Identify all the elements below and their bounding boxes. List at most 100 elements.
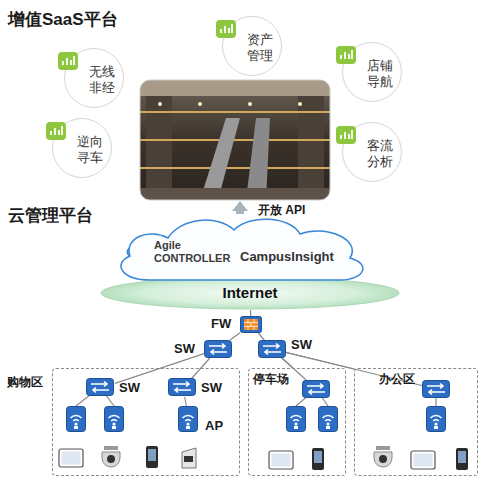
switch-symbol [87,379,114,396]
ap-symbol [179,407,198,432]
wire [100,387,114,406]
app-icon [336,126,356,144]
network-link [286,352,354,369]
photo-skylight [140,80,330,96]
switch-icon: SW [87,379,115,397]
service-circle: 无线 非经 [64,48,124,108]
switch-symbol [303,381,330,398]
section-heading: 云管理平台 [8,204,93,227]
service-circle: 店铺 导航 [342,42,402,102]
section-heading: 增值SaaS平台 [8,8,118,31]
node-text: Internet [100,284,400,302]
service-circle: 逆向 寻车 [52,118,112,178]
tablet-device [411,451,435,469]
switch-symbol [205,341,232,358]
firewall-icon: FW [240,316,262,333]
network-link [230,333,240,340]
node-text: SW [119,380,147,396]
firewall-symbol [241,317,262,333]
photo-ground [140,188,330,200]
wire [435,389,436,406]
network-link [258,333,264,340]
node-text: 店铺 导航 [367,58,397,90]
node-text: 客流 分析 [367,138,397,170]
mall-photo [140,80,330,200]
wire [316,389,328,406]
wire [76,387,100,406]
api-arrow-stem [236,211,244,214]
ap-symbol [67,407,86,432]
ap-symbol [319,407,338,432]
node-text: 逆向 寻车 [77,134,107,166]
tablet-device [269,451,293,469]
app-icon [46,122,66,140]
zone-box: 办公区 [354,368,478,476]
network-link [282,358,293,368]
app-icon [58,52,78,70]
node-text: FW [211,316,239,332]
photo-column [146,96,172,200]
node-text: CampusInsight [240,249,350,265]
campusinsight-logo [281,232,297,242]
node-text: 无线 非经 [89,64,119,96]
zone-box: 停车场 [248,368,346,476]
zone-box: 购物区SWSWAP [52,368,240,476]
service-circle: 资产 管理 [222,16,282,76]
ap-symbol [105,407,124,432]
photo-light [248,102,252,106]
app-icon [216,20,236,38]
photo-frame [140,80,330,200]
internet-ellipse [101,277,399,309]
node-text: SW [174,341,202,357]
node-text: SW [291,337,319,353]
handheld-device [146,446,158,468]
ap-symbol [287,407,306,432]
phone-device [456,448,468,470]
switch-icon: SW [258,340,286,358]
node-text: 停车场 [253,372,297,386]
cloud-platform: Agile CONTROLLERCampusInsight [100,212,380,284]
switch-symbol [423,381,450,398]
cloud-shape [121,219,363,280]
photo-escalator [246,118,270,200]
node-text: AP [205,418,233,434]
switch-symbol [259,341,286,358]
node-text: Agile CONTROLLER [154,239,244,265]
node-text: 购物区 [7,375,51,389]
network-link [191,358,210,379]
photo-column [298,96,324,200]
camera-device [102,446,120,467]
ap-icon: AP [179,407,199,433]
camera-device [374,446,392,467]
wire [272,349,316,389]
wires [76,349,436,406]
photo-background [140,80,330,200]
internet-band: Internet [100,276,400,310]
api-label: 开放 API [258,202,305,219]
photo-light [158,102,162,106]
api-arrow-head [232,201,248,211]
agile-logo [128,242,155,256]
ap-symbol [427,407,446,432]
tablet-device [59,449,83,467]
photo-escalator [200,118,240,200]
node-text: 办公区 [379,372,423,386]
service-circle: 客流 分析 [342,122,402,182]
pos-device [182,448,196,468]
photo-light [198,102,202,106]
photo-floors [140,112,330,168]
photo-light [298,102,302,106]
node-text: 资产 管理 [247,32,277,64]
cloud-outline [100,212,380,284]
wire [296,389,316,406]
app-icon [336,46,356,64]
phone-device [312,448,324,470]
wire [272,349,436,389]
switch-icon: SW [204,340,232,358]
switch-symbol [169,379,196,396]
node-text: SW [201,380,229,396]
network-link [185,397,187,407]
network-link [250,310,251,316]
switch-icon: SW [169,379,197,397]
